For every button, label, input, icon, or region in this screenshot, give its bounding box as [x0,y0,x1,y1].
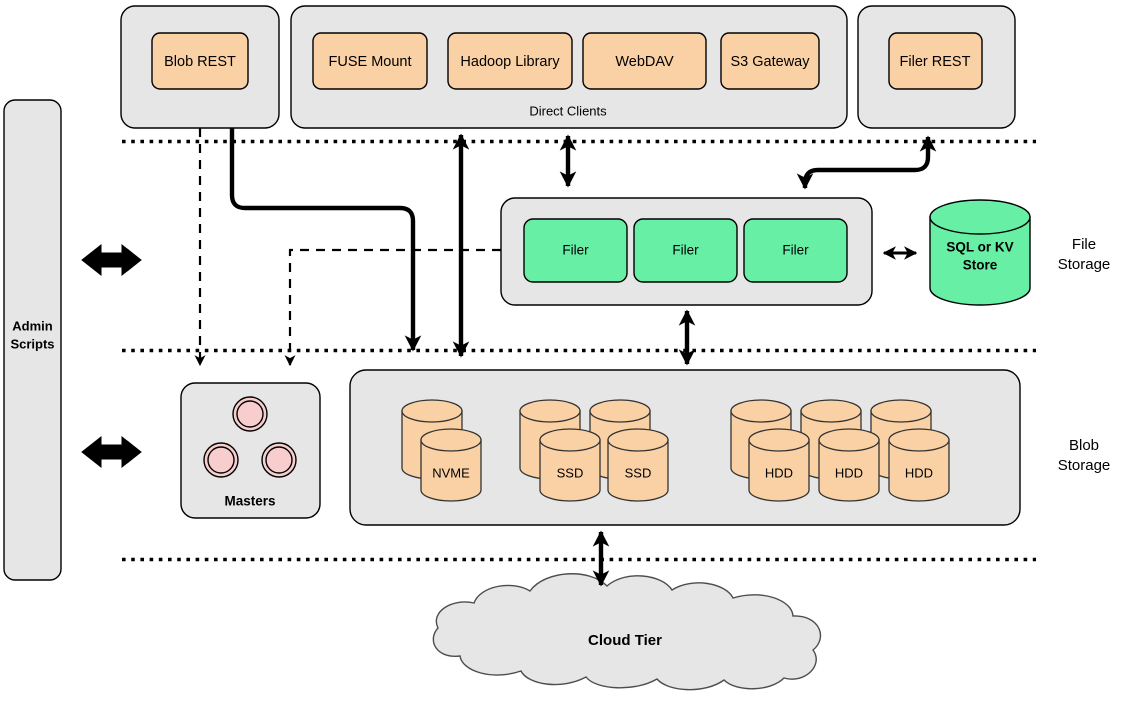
volume-group-ssd[interactable]: SSD SSD [519,399,669,502]
filer-node-2[interactable] [633,218,738,283]
file-storage-side-label: File Storage [1058,236,1111,273]
nvme-disk-front[interactable]: NVME [420,428,482,502]
hdd-label-3: HDD [905,465,933,480]
s3-gateway-label: S3 Gateway [731,54,811,70]
filer-node-3[interactable] [743,218,848,283]
fuse-mount-label: FUSE Mount [329,54,412,70]
masters-label: Masters [224,494,275,509]
hdd-disk-front-3[interactable]: HDD [888,428,950,502]
volume-servers-container[interactable]: NVME SSD [349,369,1021,526]
blob-rest-container[interactable]: Blob REST [120,5,280,129]
admin-to-file-storage-arrow [81,243,142,277]
master-node-3[interactable] [261,442,297,478]
blob-storage-label-line2: Storage [1058,457,1111,474]
volume-group-nvme[interactable]: NVME [401,399,482,502]
cloud-tier[interactable]: Cloud Tier [432,573,822,691]
sql-kv-store-label-line1: SQL or KV [946,240,1013,255]
file-storage-label-line2: Storage [1058,256,1111,273]
webdav-label: WebDAV [615,54,674,70]
hdd-disk-front-2[interactable]: HDD [818,428,880,502]
direct-clients-group-label: Direct Clients [529,103,607,118]
filer-rest-to-filer-arrow [796,135,937,190]
nvme-label: NVME [432,465,470,480]
hdd-label-2: HDD [835,465,863,480]
hadoop-library-box[interactable] [447,32,573,90]
blob-rest-to-volumes-arrow [229,128,422,352]
filer-node-3-label: Filer [782,243,809,258]
ssd-disk-front-2[interactable]: SSD [607,428,669,502]
volume-group-hdd[interactable]: HDD HDD HDD [730,399,950,502]
sql-kv-store-label-line2: Store [963,258,998,273]
master-node-1[interactable] [232,396,268,432]
sql-kv-store-cylinder[interactable]: SQL or KV Store [929,199,1031,306]
blob-rest-box[interactable] [151,32,249,90]
admin-scripts-label-line1: Admin [12,318,53,333]
filer-rest-label: Filer REST [900,54,971,70]
hdd-disk-front-1[interactable]: HDD [748,428,810,502]
admin-scripts-label-line2: Scripts [10,336,54,351]
filer-rest-container[interactable]: Filer REST [857,5,1016,129]
file-storage-label-line1: File [1072,236,1096,253]
blob-storage-side-label: Blob Storage [1058,437,1111,474]
filer-node-1-label: Filer [562,243,589,258]
admin-to-blob-storage-arrow [81,435,142,469]
direct-clients-container[interactable]: FUSE Mount Hadoop Library WebDAV S3 Gate… [290,5,848,129]
blob-rest-label: Blob REST [164,54,236,70]
fuse-mount-box[interactable] [312,32,428,90]
ssd-label-2: SSD [625,465,652,480]
filer-rest-box[interactable] [888,32,983,90]
s3-gateway-box[interactable] [720,32,820,90]
cloud-tier-label: Cloud Tier [588,632,662,649]
masters-container[interactable]: Masters [180,382,321,519]
ssd-label-1: SSD [557,465,584,480]
admin-scripts-panel[interactable]: Admin Scripts [3,99,62,581]
filer-group-container[interactable]: Filer Filer Filer [500,197,873,306]
hadoop-library-label: Hadoop Library [460,54,560,70]
filer-node-2-label: Filer [672,243,699,258]
filer-node-1[interactable] [523,218,628,283]
blob-storage-label-line1: Blob [1069,437,1099,454]
filer-to-masters-dashed [284,248,501,367]
ssd-disk-front-1[interactable]: SSD [539,428,601,502]
hdd-label-1: HDD [765,465,793,480]
master-node-2[interactable] [203,442,239,478]
webdav-box[interactable] [582,32,707,90]
